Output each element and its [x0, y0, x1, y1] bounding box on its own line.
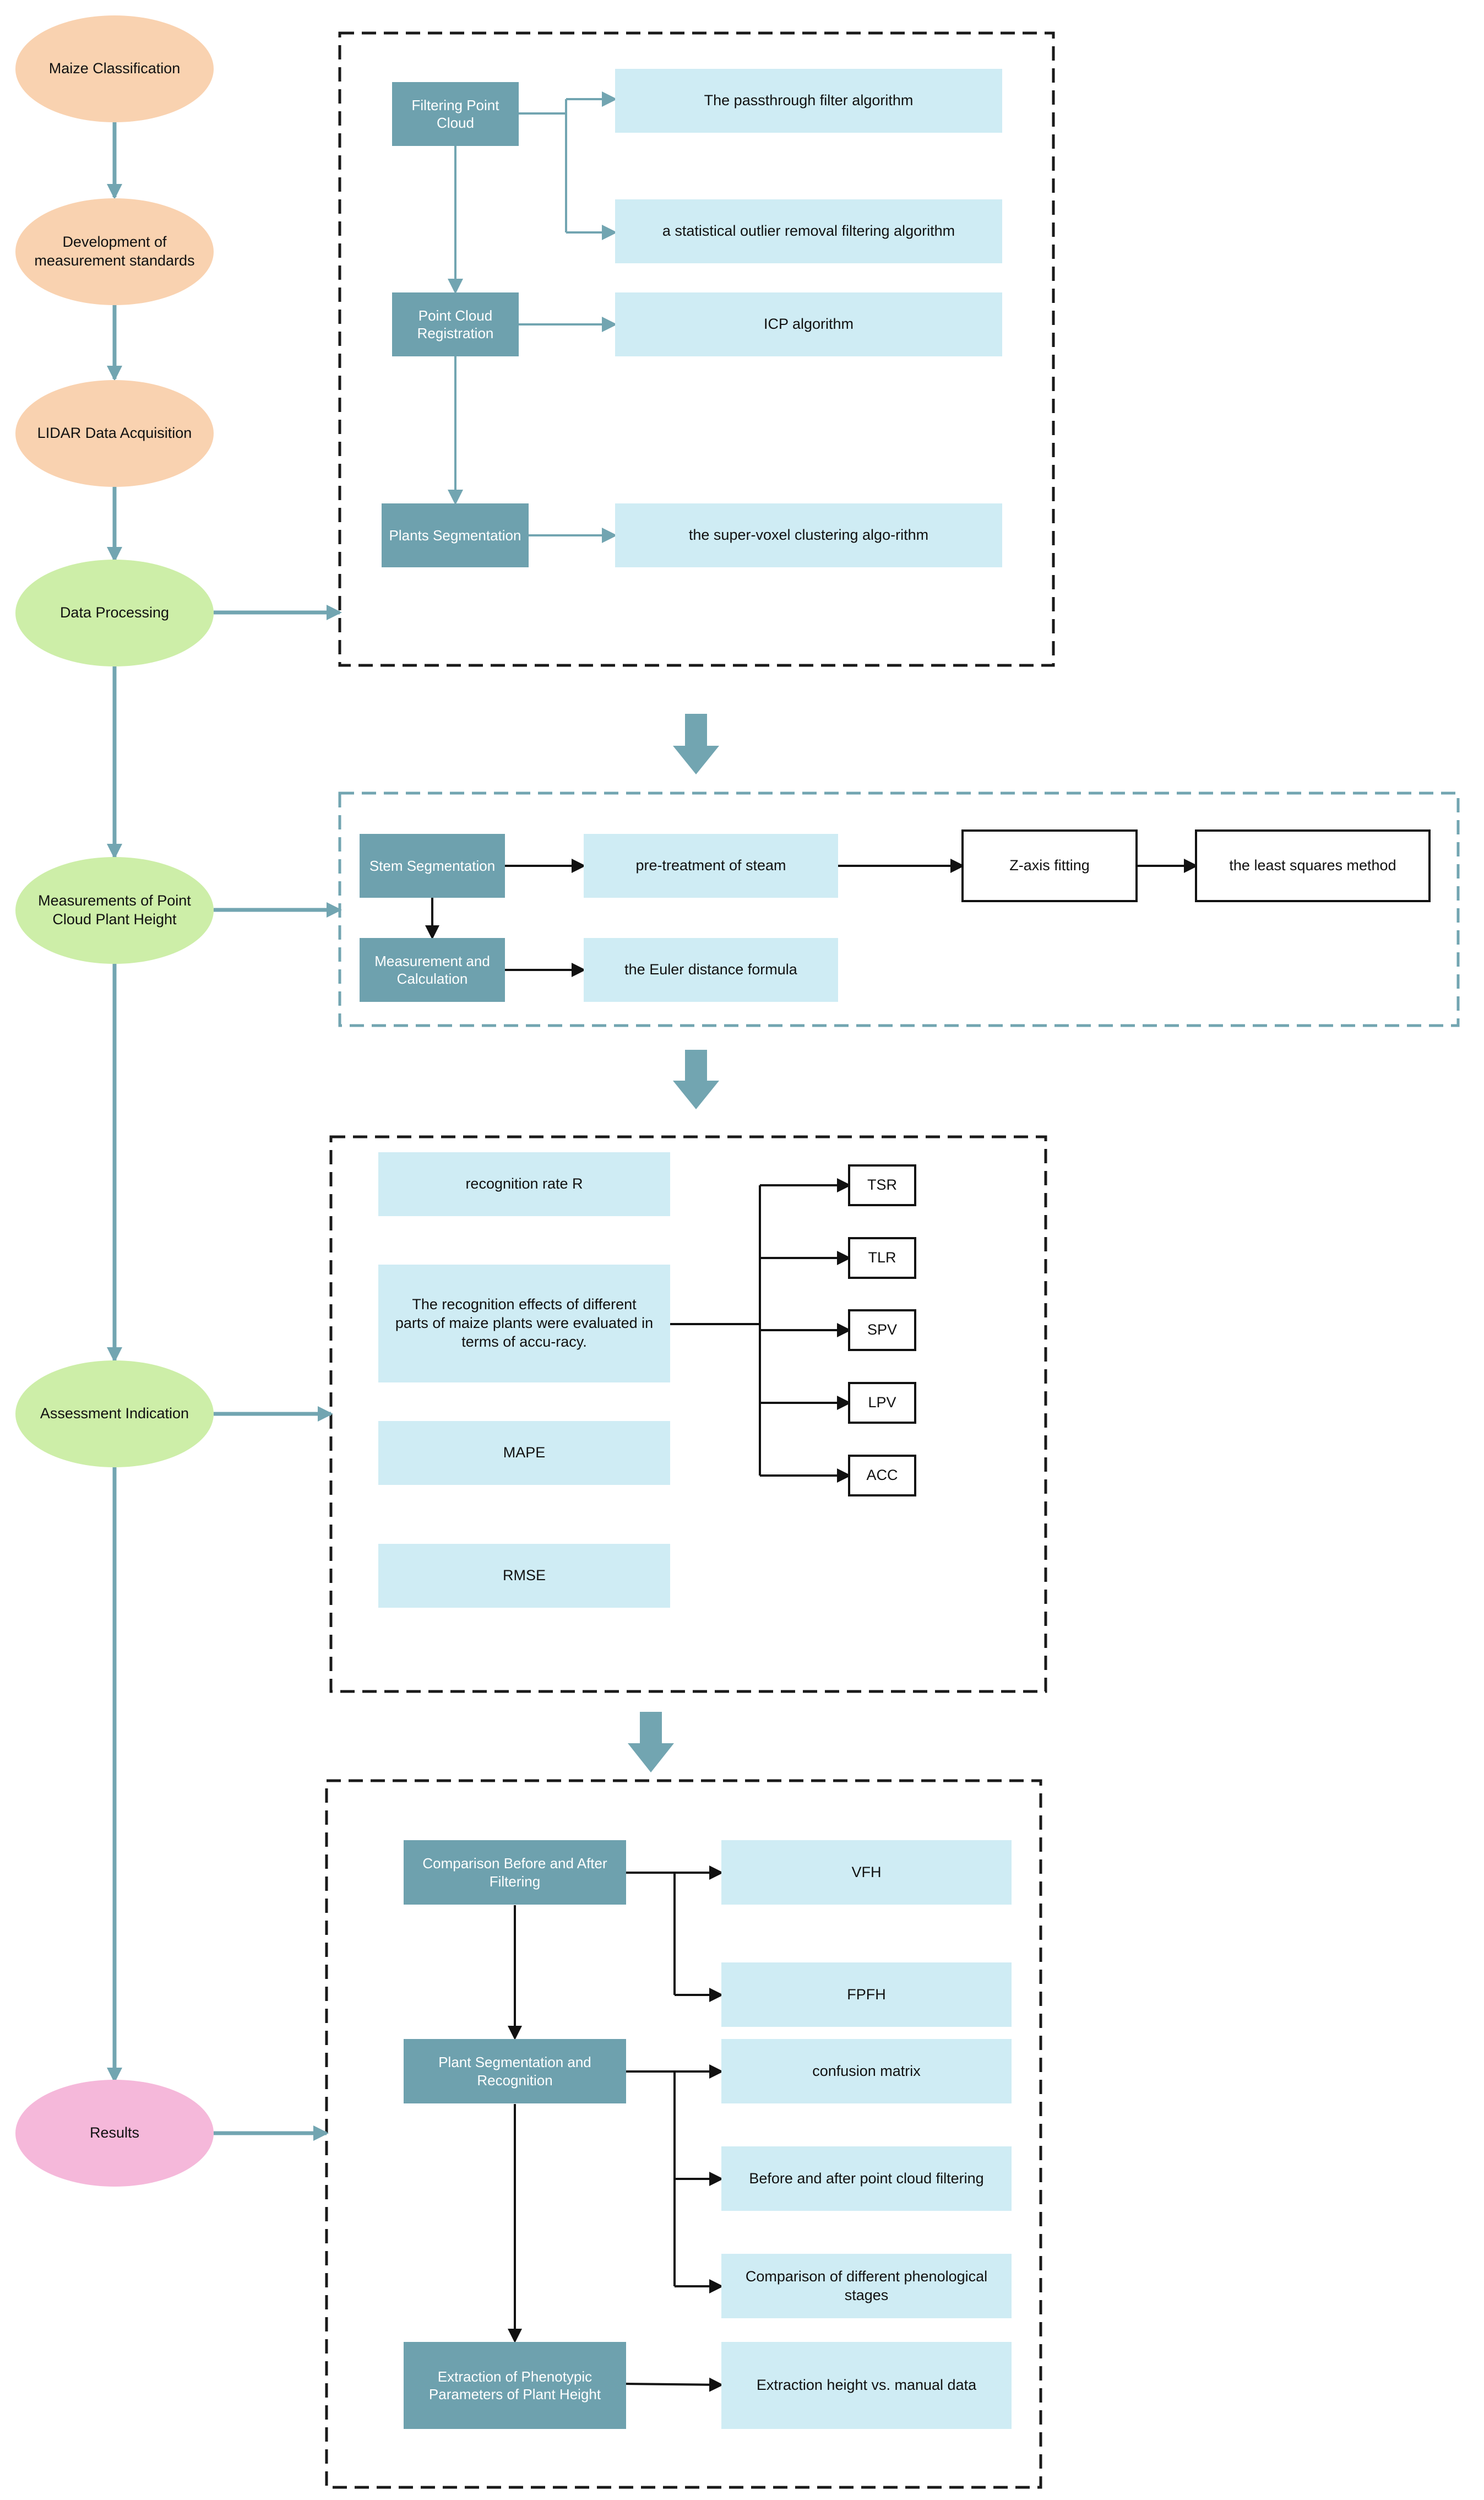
measurements-height-label: Measurements of Point Cloud Plant Height — [38, 892, 191, 928]
connector-line — [626, 2377, 724, 2392]
down-arrow-icon — [673, 1050, 719, 1109]
vfh-box — [721, 1840, 1012, 1905]
least-squares-label: the least squares method — [1229, 857, 1396, 874]
registration-label: Point Cloud Registration — [417, 307, 494, 342]
confusion-box — [721, 2039, 1012, 2103]
results-panel-frame — [325, 1779, 1042, 2489]
pretreatment-box — [584, 834, 838, 898]
comparison-filtering-label: Comparison Before and After Filtering — [422, 1855, 607, 1890]
results-label: Results — [89, 2124, 140, 2141]
comparison-filtering-box — [404, 1840, 626, 1905]
segmentation-box — [382, 503, 529, 567]
maize-classification-node — [15, 15, 214, 122]
assessment-indication-label: Assessment Indication — [40, 1405, 189, 1422]
vfh-label: VFH — [851, 1863, 882, 1880]
confusion-label: confusion matrix — [812, 2062, 921, 2079]
metric-box-lpv — [848, 1382, 916, 1424]
metric-box-acc — [848, 1455, 916, 1496]
recognition-rate-box — [378, 1152, 670, 1216]
outlier-box — [615, 199, 1002, 263]
plant-seg-recognition-box — [404, 2039, 626, 2103]
extraction-vs-manual-label: Extraction height vs. manual data — [756, 2377, 977, 2394]
icp-label: ICP algorithm — [763, 316, 854, 333]
supervoxel-box — [615, 503, 1002, 567]
phenological-box — [721, 2254, 1012, 2318]
processing-panel-frame — [338, 31, 1055, 667]
extraction-params-label: Extraction of Phenotypic Parameters of P… — [428, 2368, 601, 2403]
down-arrow-icon — [628, 1712, 674, 1772]
plant-seg-recognition-label: Plant Segmentation and Recognition — [438, 2054, 591, 2089]
metric-label-tsr: TSR — [867, 1176, 897, 1194]
measurement-panel-frame — [338, 791, 1460, 1027]
registration-box — [392, 292, 519, 356]
filtering-box — [392, 82, 519, 146]
metric-label-spv: SPV — [867, 1321, 898, 1338]
metric-label-acc: ACC — [866, 1467, 898, 1484]
metric-box-tsr — [848, 1164, 916, 1206]
stem-segmentation-label: Stem Segmentation — [369, 857, 496, 874]
before-after-label: Before and after point cloud filtering — [749, 2170, 984, 2187]
least-squares-box — [1195, 829, 1431, 902]
results-node — [15, 2080, 214, 2187]
metric-label-tlr: TLR — [868, 1249, 896, 1266]
supervoxel-label: the super-voxel clustering algo-rithm — [688, 527, 929, 544]
euler-box — [584, 938, 838, 1002]
down-arrow-icon — [673, 714, 719, 774]
before-after-box — [721, 2146, 1012, 2211]
outlier-label: a statistical outlier removal filtering … — [662, 223, 955, 240]
lidar-acquisition-label: LIDAR Data Acquisition — [37, 425, 192, 442]
measurements-height-node — [15, 857, 214, 964]
fpfh-box — [721, 1962, 1012, 2027]
metric-box-spv — [848, 1309, 916, 1351]
metric-label-lpv: LPV — [868, 1394, 896, 1411]
rmse-box — [378, 1544, 670, 1608]
mape-label: MAPE — [503, 1444, 546, 1461]
recognition-rate-label: recognition rate R — [465, 1175, 583, 1192]
data-processing-label: Data Processing — [59, 604, 170, 621]
z-axis-label: Z-axis fitting — [1009, 857, 1090, 874]
icp-box — [615, 292, 1002, 356]
pretreatment-label: pre-treatment of steam — [635, 857, 786, 874]
extraction-params-box — [404, 2342, 626, 2429]
filtering-label: Filtering Point Cloud — [411, 96, 499, 132]
recognition-effects-label: The recognition effects of different par… — [395, 1296, 654, 1350]
euler-label: the Euler distance formula — [624, 961, 797, 978]
mape-box — [378, 1421, 670, 1485]
assessment-panel-frame — [329, 1135, 1047, 1693]
recognition-effects-box — [378, 1265, 670, 1382]
development-standards-node — [15, 198, 214, 305]
passthrough-box — [615, 69, 1002, 133]
metric-box-tlr — [848, 1237, 916, 1279]
assessment-indication-node — [15, 1360, 214, 1467]
phenological-label: Comparison of different phenological sta… — [745, 2268, 988, 2303]
fpfh-label: FPFH — [847, 1986, 886, 2003]
maize-classification-label: Maize Classification — [48, 60, 181, 77]
segmentation-label: Plants Segmentation — [389, 527, 521, 544]
lidar-acquisition-node — [15, 380, 214, 487]
stem-segmentation-box — [360, 834, 505, 898]
z-axis-box — [961, 829, 1138, 902]
measurement-calc-label: Measurement and Calculation — [374, 952, 490, 988]
rmse-label: RMSE — [502, 1567, 546, 1584]
passthrough-label: The passthrough filter algorithm — [704, 92, 914, 109]
development-standards-label: Development of measurement standards — [34, 234, 195, 269]
data-processing-node — [15, 560, 214, 666]
extraction-vs-manual-box — [721, 2342, 1012, 2429]
measurement-calc-box — [360, 938, 505, 1002]
